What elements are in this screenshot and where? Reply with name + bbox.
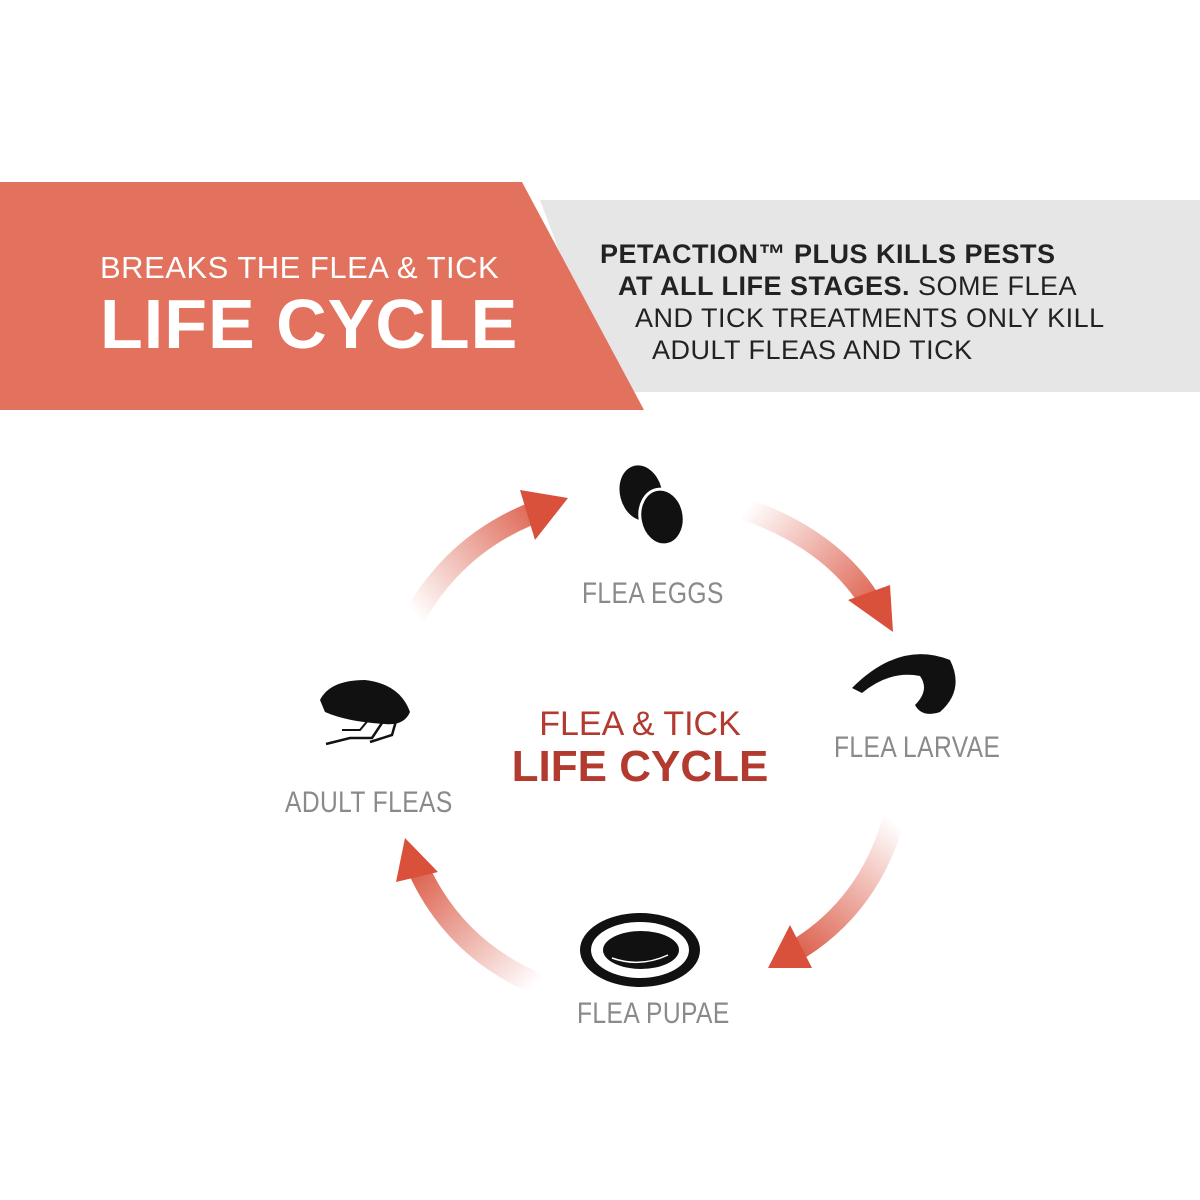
arrow-adult-to-eggs-shaft — [399, 504, 539, 636]
flea-larvae-icon — [852, 654, 956, 714]
banner-copy-line4: ADULT FLEAS AND TICK — [652, 335, 973, 365]
arrow-larvae-to-pupae — [768, 811, 904, 968]
arrow-eggs-to-larvae-head — [848, 585, 893, 632]
banner-copy-line1: PETACTION™ PLUS KILLS PESTS — [600, 239, 1056, 269]
banner-copy-line2-bold: AT ALL LIFE STAGES. — [618, 271, 910, 301]
banner-headline-line2: LIFE CYCLE — [100, 285, 519, 363]
banner-copy-line3: AND TICK TREATMENTS ONLY KILL — [635, 303, 1105, 333]
banner-copy-line2: AT ALL LIFE STAGES. SOME FLEA — [600, 270, 1160, 302]
arrow-pupae-to-adult-shaft — [407, 857, 551, 996]
arrow-pupae-to-adult — [396, 838, 551, 996]
arrow-eggs-to-larvae-shaft — [737, 499, 879, 609]
arrow-adult-to-eggs — [399, 490, 568, 636]
banner-copy: PETACTION™ PLUS KILLS PESTS AT ALL LIFE … — [600, 238, 1160, 366]
label-adult-fleas: ADULT FLEAS — [285, 786, 453, 819]
adult-flea-icon — [320, 680, 410, 746]
arrow-larvae-to-pupae-shaft — [789, 811, 904, 959]
banner-orange-band — [0, 182, 644, 410]
label-flea-larvae: FLEA LARVAE — [834, 731, 1001, 764]
center-title-line2: LIFE CYCLE — [511, 742, 769, 791]
center-title-line1: FLEA & TICK — [539, 705, 741, 743]
diagram-center-title: FLEA & TICK LIFE CYCLE — [470, 704, 810, 790]
label-flea-eggs: FLEA EGGS — [582, 577, 724, 610]
flea-eggs-icon — [619, 465, 686, 547]
label-flea-pupae: FLEA PUPAE — [577, 997, 730, 1030]
arrow-eggs-to-larvae — [737, 499, 893, 632]
banner-headline-line1: BREAKS THE FLEA & TICK — [100, 250, 500, 285]
arrow-adult-to-eggs-head — [520, 490, 568, 540]
flea-pupae-icon — [580, 913, 700, 987]
banner-copy-line2-rest: SOME FLEA — [910, 271, 1078, 301]
arrow-pupae-to-adult-head — [396, 838, 438, 882]
banner-gray-band — [540, 200, 1200, 392]
banner-headline: BREAKS THE FLEA & TICK LIFE CYCLE — [100, 248, 560, 360]
arrow-larvae-to-pupae-head — [768, 925, 812, 968]
